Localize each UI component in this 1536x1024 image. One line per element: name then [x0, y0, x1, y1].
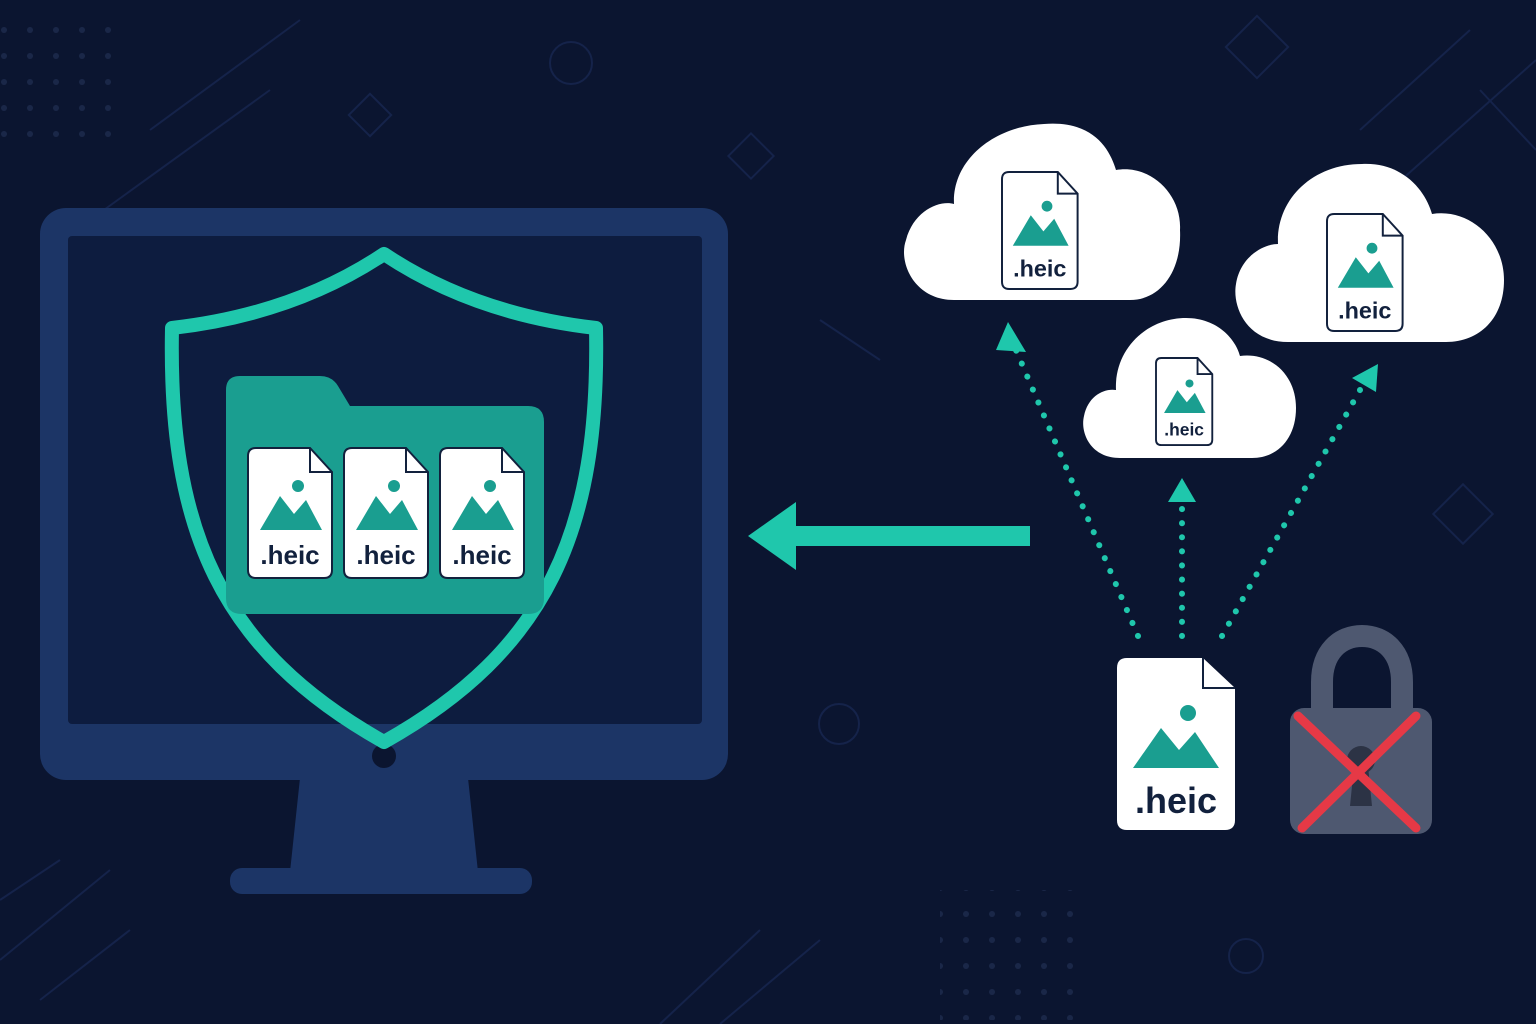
red-cross-icon: [1293, 711, 1421, 833]
monitor-power-button: [372, 744, 396, 768]
file-extension-label: .heic: [1013, 255, 1066, 281]
arrow-head-left: [996, 322, 1026, 352]
cloud-icon: .heic: [904, 123, 1181, 301]
file-extension-label: .heic: [356, 540, 415, 570]
image-file-icon: .heic: [1326, 213, 1404, 332]
background-decoration: [0, 14, 1536, 1024]
dotted-arrow-left: [1013, 347, 1141, 639]
image-file-icon: .heic: [1155, 357, 1214, 447]
image-file-icon: .heic: [439, 447, 525, 579]
dot-grid-bottom: [940, 890, 1090, 1020]
monitor-neck: [290, 778, 478, 872]
dot-grid-top-left: [0, 20, 125, 145]
arrow-head-right: [1352, 364, 1378, 392]
file-extension-label: .heic: [1135, 780, 1217, 821]
file-extension-label: .heic: [1164, 420, 1204, 440]
cloud-icon: .heic: [1235, 163, 1504, 342]
file-extension-label: .heic: [1338, 297, 1391, 323]
upload-dotted-arrows: [1013, 347, 1363, 639]
image-file-icon: .heic: [1117, 658, 1235, 830]
image-file-icon: .heic: [1001, 171, 1079, 290]
cloud-icon: .heic: [1083, 318, 1296, 458]
monitor-stand-base: [230, 868, 532, 894]
dotted-arrow-heads: [996, 322, 1378, 502]
file-extension-label: .heic: [260, 540, 319, 570]
file-extension-label: .heic: [452, 540, 511, 570]
arrow-head-middle: [1168, 478, 1196, 502]
image-file-icon: .heic: [247, 447, 333, 579]
shield-icon: [164, 247, 604, 749]
image-file-icon: .heic: [343, 447, 429, 579]
left-arrow-icon: [748, 502, 1030, 570]
folder-files: .heic .heic .heic: [247, 447, 525, 579]
dotted-arrow-right: [1219, 387, 1363, 639]
padlock-icon: [1290, 624, 1432, 834]
